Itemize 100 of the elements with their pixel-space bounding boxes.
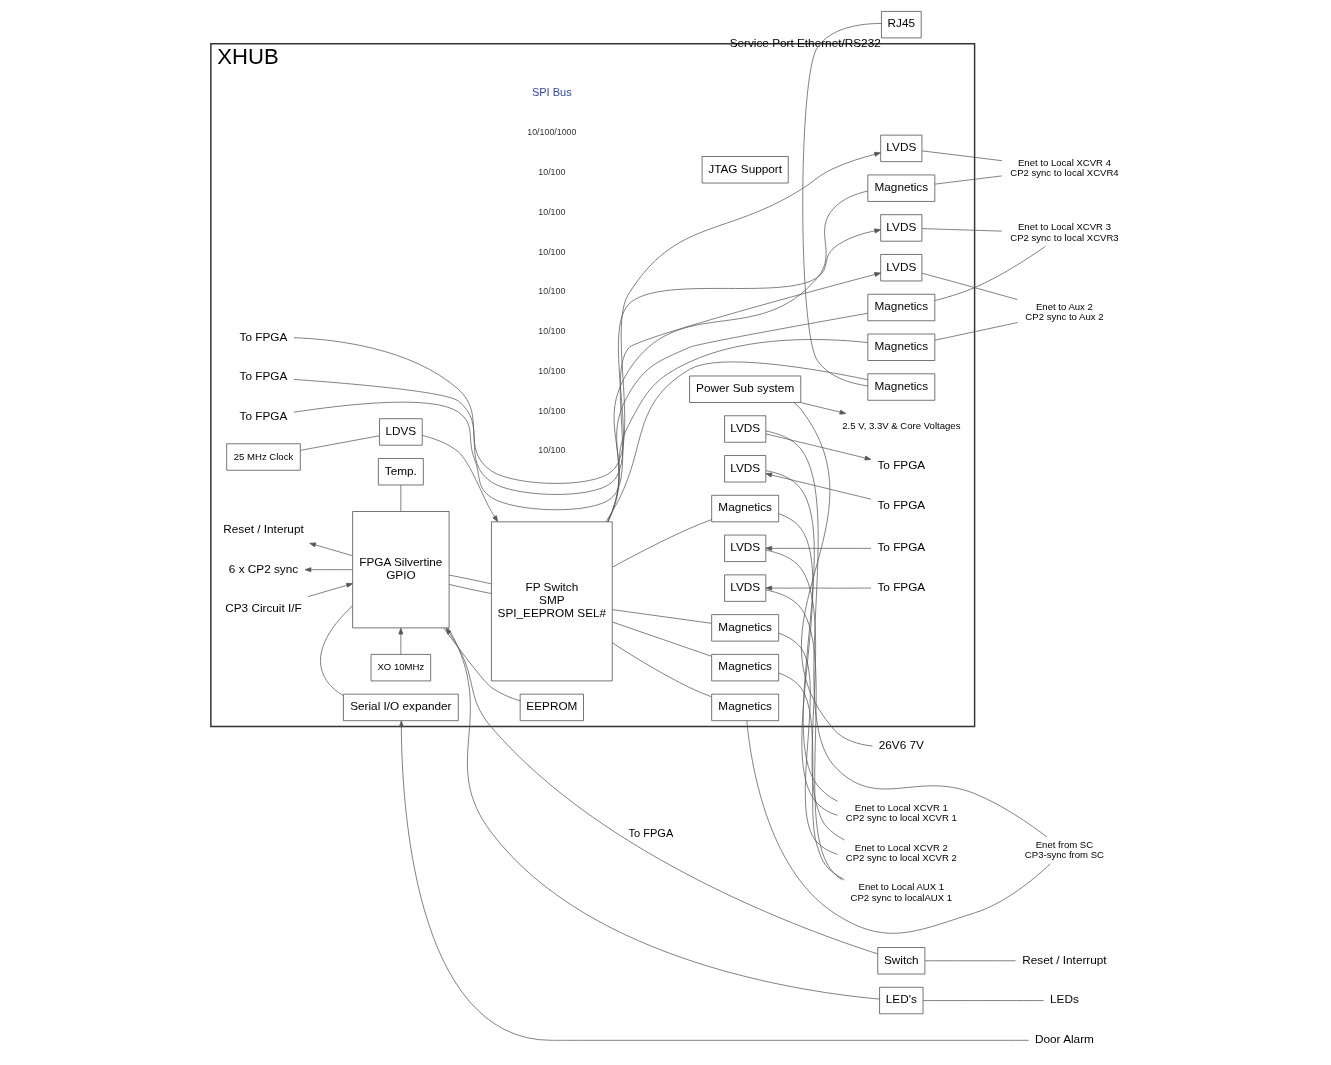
connector — [611, 642, 712, 698]
node-text: LEDs — [1049, 992, 1079, 1006]
arrow — [304, 567, 353, 573]
connector — [319, 605, 353, 696]
node-box: EEPROM — [519, 693, 584, 722]
node-text: 2.5 V, 3.3V & Core Voltages — [841, 420, 960, 432]
label: 10/100 — [537, 326, 565, 337]
arrow — [764, 472, 871, 500]
arrow — [398, 720, 1029, 1041]
node-text: Enet to Local XCVR 3 CP2 sync to local XCVR3 — [1009, 221, 1119, 243]
connector — [934, 175, 1002, 185]
node-box: LVDS — [723, 574, 766, 602]
node-text: Enet to Local XCVR 1 CP2 sync to local XCVR 1 — [845, 801, 957, 824]
label: 10/100 — [537, 246, 565, 257]
label: 10/100 — [537, 405, 565, 416]
node-box: LVDS — [723, 534, 766, 562]
node-box: Magnetics — [866, 373, 935, 401]
arrow — [292, 228, 881, 495]
node-text: Enet to Aux 2 CP2 sync to Aux 2 — [1024, 301, 1104, 323]
arrow — [421, 435, 498, 523]
connector — [778, 513, 838, 816]
node-box: LED's — [878, 986, 923, 1015]
node-box: LVDS — [879, 254, 922, 282]
arrow — [764, 545, 871, 551]
arrow — [292, 272, 881, 511]
node-box: Magnetics — [866, 333, 935, 361]
node-box: LVDS — [723, 415, 766, 443]
connector — [777, 672, 845, 881]
arrow — [308, 542, 353, 557]
node-box: Magnetics — [710, 693, 779, 722]
connector — [934, 322, 1018, 341]
connector — [922, 1000, 1044, 1001]
label: 10/100 — [537, 445, 565, 456]
label: 10/100 — [537, 365, 565, 376]
node-text: Reset / Interrupt — [1021, 952, 1107, 966]
label: 10/100 — [537, 286, 565, 297]
node-box: Magnetics — [866, 293, 935, 322]
node-box: FPGA Silvertine GPIO — [351, 511, 449, 629]
node-text: 26V6 7V — [878, 737, 924, 751]
node-text: To FPGA — [239, 329, 287, 343]
connector — [777, 632, 838, 855]
node-box: Serial I/O expander — [342, 693, 459, 722]
node-box: LVDS — [723, 455, 766, 483]
node-text: To FPGA — [876, 579, 925, 593]
node-text: CP3 Circuit I/F — [224, 601, 302, 615]
node-box: 25 MHz Clock — [225, 443, 301, 471]
arrow — [764, 433, 871, 461]
node-text: To FPGA — [876, 458, 925, 472]
node-box: LVDS — [879, 214, 922, 242]
node-box: LDVS — [378, 418, 423, 446]
connector — [607, 190, 868, 523]
connector — [765, 470, 838, 802]
label: SPI Bus — [531, 85, 572, 98]
arrow — [764, 585, 871, 591]
connector — [921, 228, 1002, 232]
label: 10/100 — [537, 206, 565, 217]
node-text: Enet to Local XCVR 4 CP2 sync to local XCVR4 — [1009, 156, 1119, 178]
connector — [611, 519, 712, 568]
connector — [924, 960, 1016, 962]
connector — [921, 150, 1002, 162]
connector — [934, 246, 1046, 301]
node-box: FP Switch SMP SPI_EEPROM SEL# — [490, 521, 613, 682]
arrow — [397, 627, 403, 655]
connector — [801, 23, 882, 387]
node-box: Temp. — [377, 458, 424, 486]
connector — [765, 430, 1047, 838]
node-box: RJ45 — [880, 11, 922, 39]
node-text: To FPGA — [876, 498, 925, 512]
node-text: Enet to Local XCVR 2 CP2 sync to local XCVR 2 — [845, 841, 957, 863]
edge-label: To FPGA — [628, 827, 673, 840]
node-box: JTAG Support — [701, 156, 789, 184]
connector — [765, 549, 845, 841]
label: 10/100/1000 — [526, 127, 576, 138]
connector — [611, 609, 712, 624]
node-box: Power Sub system — [688, 375, 801, 403]
node-box: LVDS — [879, 134, 922, 163]
connector — [611, 621, 712, 657]
connector — [448, 574, 492, 585]
node-text: To FPGA — [239, 369, 287, 383]
node-box: Magnetics — [710, 494, 779, 523]
connector — [921, 272, 1018, 300]
node-text: To FPGA — [876, 540, 925, 554]
node-text: Enet to Local AUX 1 CP2 sync to localAUX 1 — [850, 881, 952, 903]
node-box: Magnetics — [710, 614, 779, 642]
node-text: 6 x CP2 sync — [228, 561, 298, 575]
node-text: Reset / Interupt — [222, 521, 304, 535]
connector — [400, 484, 401, 512]
arrow — [293, 151, 881, 484]
connector — [448, 584, 492, 594]
node-box: Magnetics — [710, 654, 779, 682]
node-box: XO 10MHz — [370, 654, 431, 682]
connector — [746, 720, 1051, 934]
node-box: Magnetics — [866, 174, 935, 202]
arrow — [799, 402, 846, 415]
node-text: To FPGA — [239, 409, 287, 423]
arrow — [307, 582, 353, 597]
connector — [793, 402, 873, 747]
label: 10/100 — [537, 167, 565, 177]
node-text: Door Alarm — [1034, 1032, 1094, 1046]
node-text: Enet from SC CP3-sync from SC — [1024, 838, 1104, 860]
